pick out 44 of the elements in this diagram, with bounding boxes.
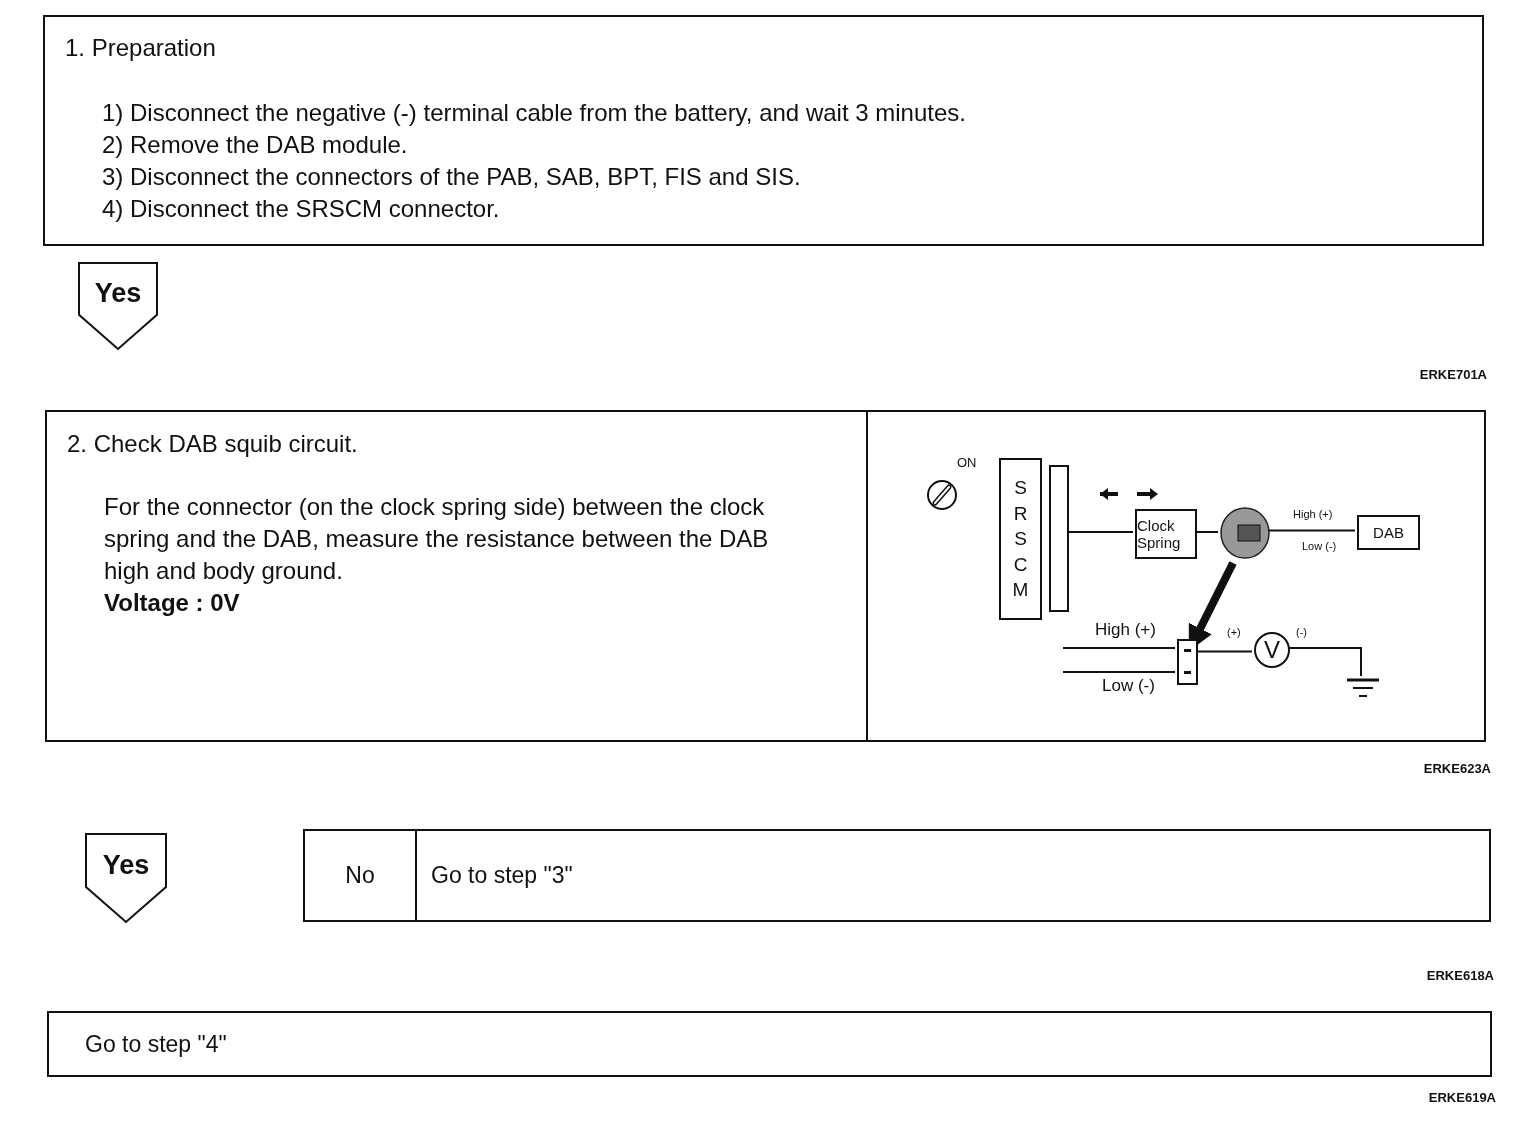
highlighted-connector xyxy=(1220,507,1270,559)
wire xyxy=(1062,647,1176,649)
module-box xyxy=(999,458,1042,620)
result-note: Voltage : 0V xyxy=(104,588,241,618)
step-instruction: 4) Disconnect the SRSCM connector. xyxy=(102,194,501,224)
voltmeter-circle xyxy=(1254,632,1290,668)
step-heading: 2. Check DAB squib circuit. xyxy=(67,429,359,459)
instruction-text: Go to step "4" xyxy=(85,1030,227,1058)
step-box xyxy=(47,1011,1492,1077)
result-row xyxy=(303,829,1491,922)
component-box xyxy=(1135,509,1197,559)
answer-cell: No xyxy=(305,831,417,920)
module-label: SRSCM xyxy=(1011,475,1030,603)
step-instruction: 1) Disconnect the negative (-) terminal cable from the battery, and wait 3 minutes. xyxy=(102,98,967,128)
wire-label: Low (-) xyxy=(1302,540,1337,552)
yes-pentagon xyxy=(85,833,167,923)
wire-label: High (+) xyxy=(1293,508,1333,520)
wire-label: (-) xyxy=(1296,626,1307,638)
step-heading: 1. Preparation xyxy=(65,33,217,63)
component-box xyxy=(1357,515,1420,550)
yes-label: Yes xyxy=(102,849,150,881)
ground-symbol xyxy=(1347,678,1379,698)
step-instruction: For the connector (on the clock spring side) between the clock spring and the DAB, measure the resistance between the DAB high and body ground. xyxy=(104,492,770,586)
yes-label: Yes xyxy=(94,277,142,309)
component-label: Clock Spring xyxy=(1137,517,1182,551)
meter-label: V xyxy=(1264,636,1280,664)
step-box xyxy=(43,15,1484,246)
step-box xyxy=(45,410,1486,742)
wire-label: ON xyxy=(957,455,977,470)
wire xyxy=(1062,671,1176,673)
figure-code: ERKE701A xyxy=(1419,367,1487,382)
step-instruction: 3) Disconnect the connectors of the PAB, SAB, BPT, FIS and SIS. xyxy=(102,162,802,192)
connector-plate xyxy=(1049,465,1069,612)
instruction-text: Go to step "3" xyxy=(430,861,574,890)
terminal-connector xyxy=(1177,639,1198,685)
wire-label: (+) xyxy=(1227,626,1241,638)
yes-pentagon xyxy=(78,262,158,350)
figure-code: ERKE623A xyxy=(1423,761,1491,776)
component-label: DAB xyxy=(1373,524,1404,541)
figure-code: ERKE619A xyxy=(1428,1090,1496,1105)
step-instruction: 2) Remove the DAB module. xyxy=(102,130,409,160)
wire-label: High (+) xyxy=(1095,620,1156,640)
figure-code: ERKE618A xyxy=(1426,968,1494,983)
wire-label: Low (-) xyxy=(1102,676,1155,696)
